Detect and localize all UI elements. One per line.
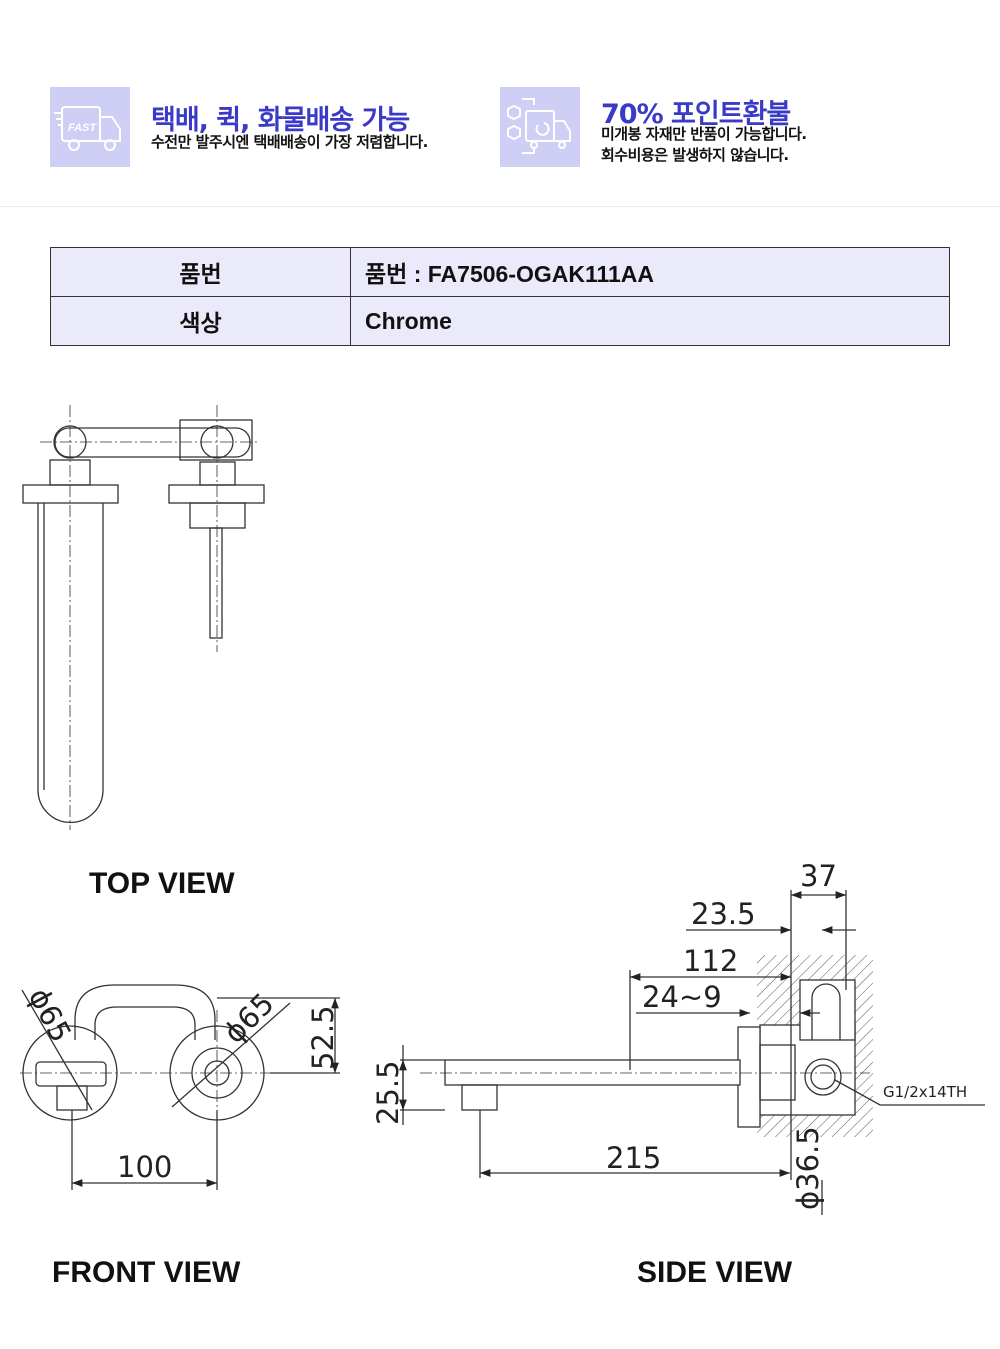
- delivery-title: 택배, 퀵, 화물배송 가능: [151, 105, 410, 136]
- refund-title: 70% 포인트환불: [601, 99, 791, 130]
- dim-side-e: 25.5: [371, 1060, 405, 1125]
- divider: [0, 206, 1000, 207]
- top-view-label: TOP VIEW: [89, 867, 235, 900]
- spec-value: 품번 : FA7506-OGAK111AA: [350, 247, 950, 297]
- spec-key: 색상: [50, 296, 351, 346]
- return-box-truck-icon: [500, 87, 580, 167]
- svg-text:FAST: FAST: [68, 122, 97, 134]
- refund-desc-2: 회수비용은 발생하지 않습니다.: [601, 146, 789, 164]
- dim-side-f: 215: [606, 1141, 661, 1175]
- dim-side-d: 24~9: [642, 980, 722, 1014]
- dim-side-g: ϕ36.5: [791, 1126, 825, 1210]
- dim-front-dia-left: ϕ65: [22, 982, 78, 1047]
- top-view-drawing: [22, 405, 265, 830]
- front-view-label: FRONT VIEW: [52, 1256, 241, 1289]
- dimension-labels: 100 52.5 ϕ65 ϕ65 37 23.5 112 24~9 25.5 2…: [22, 859, 967, 1210]
- side-view-label: SIDE VIEW: [637, 1256, 793, 1289]
- delivery-desc: 수전만 발주시엔 택배배송이 가장 저렴합니다.: [151, 133, 428, 151]
- refund-desc-1: 미개봉 자재만 반품이 가능합니다.: [601, 125, 807, 143]
- front-view-drawing: [20, 984, 340, 1190]
- dim-side-c: 112: [683, 944, 738, 978]
- dim-front-height: 52.5: [306, 1005, 340, 1070]
- dim-side-thread: G1/2x14TH: [883, 1083, 967, 1101]
- fast-delivery-truck-icon: FAST: [50, 87, 130, 167]
- dim-side-b: 23.5: [691, 897, 756, 931]
- dim-front-dia-right: ϕ65: [217, 986, 281, 1050]
- side-view-drawing: [399, 890, 985, 1215]
- spec-value: Chrome: [350, 296, 950, 346]
- dim-side-a: 37: [800, 859, 837, 893]
- dim-front-width: 100: [117, 1150, 172, 1184]
